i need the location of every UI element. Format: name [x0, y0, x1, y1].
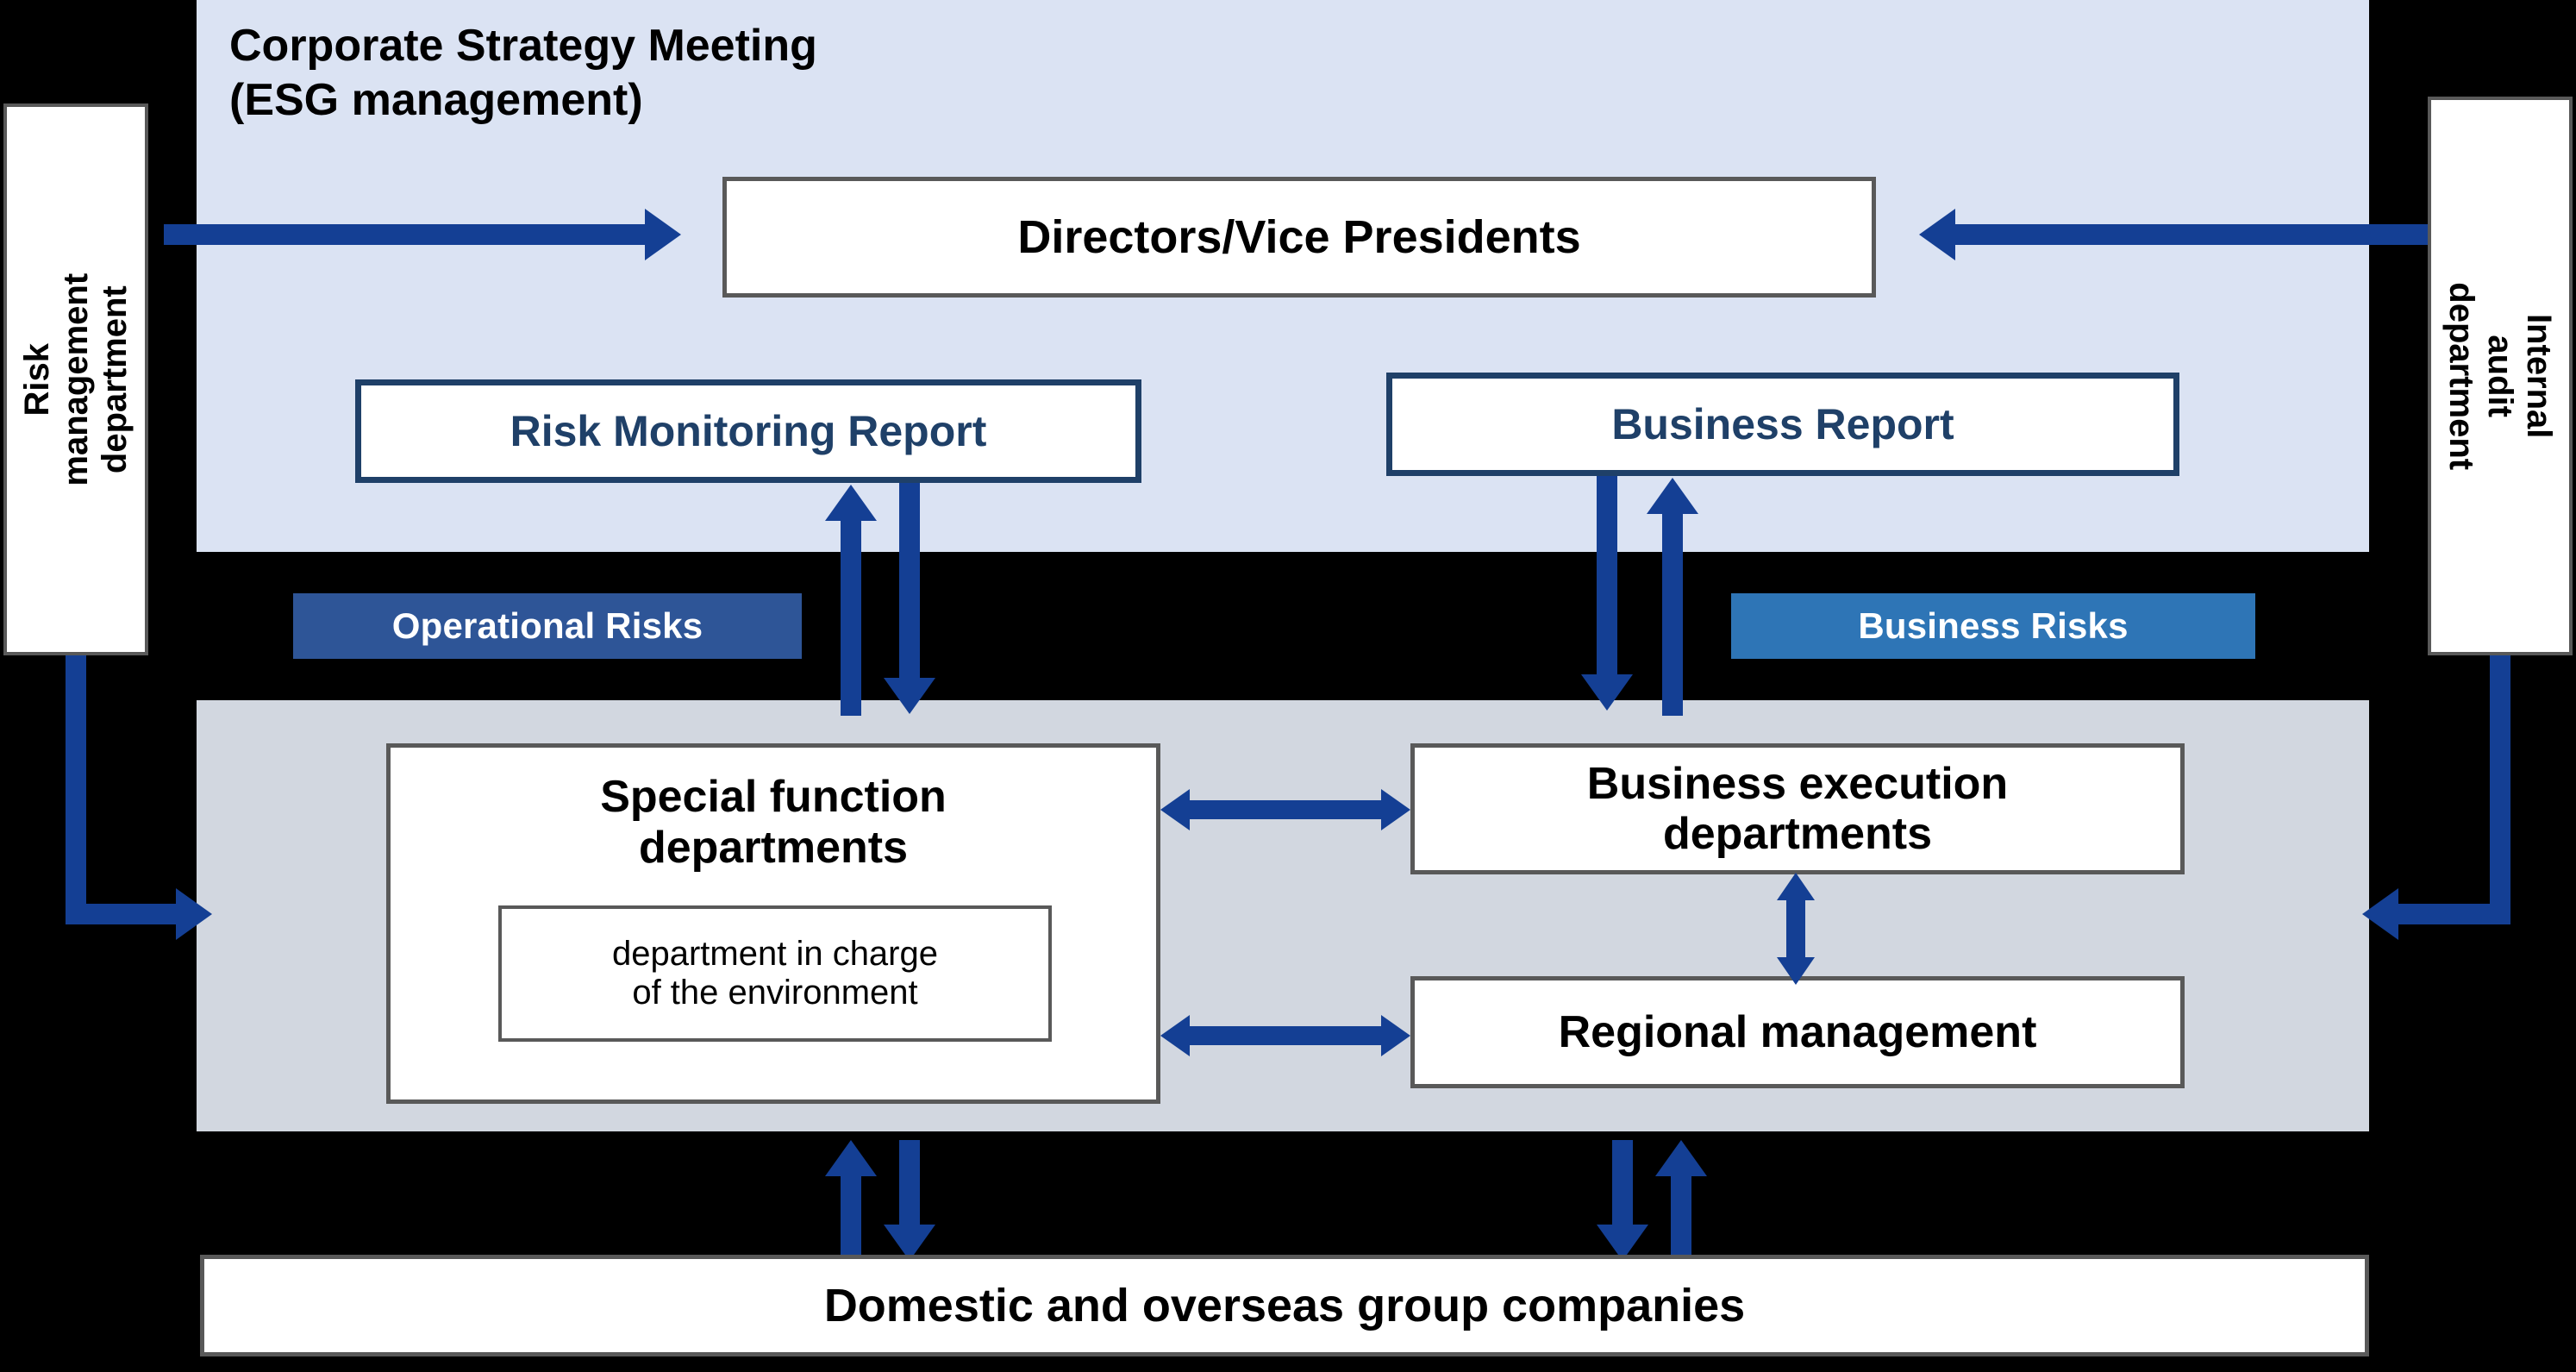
arrow-businessexec-regional-head-up [1777, 873, 1815, 900]
arrow-audit-dept-to-directors-shaft [1955, 224, 2428, 245]
arrow-up-group-right-head [1655, 1140, 1707, 1176]
arrow-specialfn-businessexec-head-right [1381, 789, 1410, 830]
arrow-risk-dept-to-directors-shaft [164, 224, 647, 245]
arrow-down-business-report-head [1581, 674, 1633, 711]
arrow-audit-dept-to-directors-head [1919, 209, 1955, 260]
arrow-specialfn-regional-head-right [1381, 1015, 1410, 1056]
internal-audit-department-label: Internal audit department [2442, 282, 2559, 470]
arrow-audit-dept-down-shaft [2490, 655, 2510, 914]
business-report-box[interactable]: Business Report [1386, 373, 2179, 476]
risk-management-department-label: Risk management department [17, 273, 134, 486]
arrow-up-risk-report-head [825, 485, 877, 521]
directors-vice-presidents-box[interactable]: Directors/Vice Presidents [722, 177, 1876, 298]
regional-management-box[interactable]: Regional management [1410, 976, 2185, 1088]
arrow-specialfn-regional-shaft [1190, 1026, 1386, 1045]
risk-monitoring-report-box[interactable]: Risk Monitoring Report [355, 379, 1141, 483]
arrow-audit-dept-to-panel-shaft [2398, 904, 2510, 924]
special-function-departments-label: Special function departments [600, 772, 947, 874]
internal-audit-department-box[interactable]: Internal audit department [2428, 97, 2573, 655]
arrow-businessexec-regional-head-down [1777, 957, 1815, 985]
arrow-up-group-right-shaft [1671, 1173, 1691, 1259]
arrow-specialfn-businessexec-shaft [1190, 800, 1386, 819]
arrow-down-risk-report-head [884, 678, 935, 714]
page-title: Corporate Strategy Meeting (ESG manageme… [229, 21, 817, 126]
business-risks-badge: Business Risks [1731, 593, 2255, 659]
arrow-risk-dept-down-shaft [66, 655, 86, 914]
environment-department-box[interactable]: department in charge of the environment [498, 905, 1052, 1042]
arrow-down-group-right-shaft [1612, 1140, 1633, 1226]
business-execution-departments-box[interactable]: Business execution departments [1410, 743, 2185, 874]
arrow-up-business-report-shaft [1662, 511, 1683, 716]
arrow-risk-dept-to-directors-head [645, 209, 681, 260]
arrow-specialfn-businessexec-head-left [1160, 789, 1190, 830]
arrow-down-business-report-shaft [1597, 476, 1617, 676]
arrow-down-group-left-shaft [899, 1140, 920, 1226]
arrow-audit-dept-to-panel-head [2362, 888, 2398, 940]
arrow-up-group-left-shaft [841, 1173, 861, 1259]
group-companies-box[interactable]: Domestic and overseas group companies [200, 1255, 2369, 1356]
arrow-down-risk-report-shaft [899, 483, 920, 680]
arrow-up-business-report-head [1647, 478, 1698, 514]
arrow-businessexec-regional-shaft [1786, 897, 1805, 962]
arrow-specialfn-regional-head-left [1160, 1015, 1190, 1056]
risk-management-department-box[interactable]: Risk management department [3, 103, 148, 655]
arrow-risk-dept-to-panel-head [176, 888, 212, 940]
arrow-risk-dept-to-panel-shaft [66, 904, 178, 924]
arrow-up-risk-report-shaft [841, 517, 861, 716]
arrow-up-group-left-head [825, 1140, 877, 1176]
operational-risks-badge: Operational Risks [293, 593, 802, 659]
